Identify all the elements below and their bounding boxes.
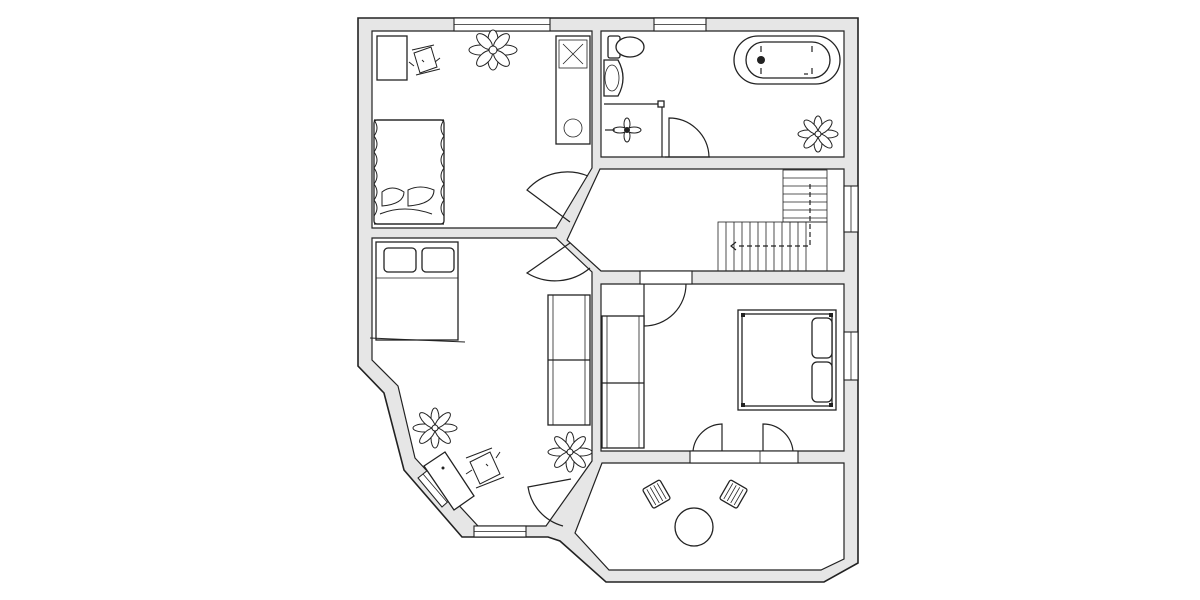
door-icon (525, 242, 591, 282)
plant-icon (605, 117, 642, 143)
door-icon (762, 423, 794, 452)
window-icon (653, 17, 707, 32)
wardrobe (601, 315, 645, 449)
window-icon (689, 450, 799, 464)
plant-icon (412, 407, 458, 449)
chair-icon (642, 479, 671, 509)
chair-icon (465, 447, 505, 489)
door-icon (692, 423, 723, 452)
plant-icon (468, 29, 518, 71)
windows (417, 17, 859, 538)
window-icon (843, 331, 859, 381)
window-icon (639, 270, 693, 285)
bed-icon (369, 241, 466, 343)
door-icon (643, 283, 687, 327)
shelf-unit (555, 35, 591, 145)
chair-icon (408, 44, 441, 76)
round-table (674, 507, 714, 547)
desk (423, 451, 475, 511)
door-icon (665, 117, 710, 158)
bathtub-icon (733, 35, 841, 85)
room-hallway (566, 168, 845, 272)
window-icon (453, 17, 551, 32)
window-icon (473, 525, 527, 538)
shower (604, 100, 665, 157)
door-icon (526, 171, 589, 223)
wardrobe (547, 294, 591, 426)
plant-icon (797, 115, 839, 153)
window-icon (843, 185, 859, 233)
sink-icon (603, 59, 624, 97)
door-icon (527, 478, 572, 527)
plant-icon (547, 431, 593, 473)
bed-icon (737, 309, 837, 411)
chair-icon (719, 479, 748, 509)
bed-icon (373, 119, 445, 225)
doors (525, 117, 794, 527)
stairs-icon (717, 169, 828, 272)
toilet-icon (607, 35, 645, 59)
desk (376, 35, 408, 81)
